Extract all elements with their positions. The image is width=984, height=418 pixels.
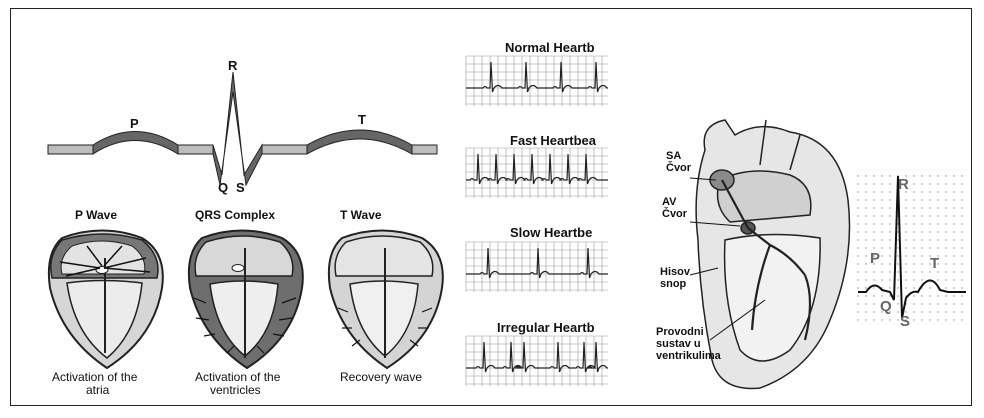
inset-label-q: Q <box>880 298 892 315</box>
strip-title-slow: Slow Heartbe <box>510 225 608 240</box>
t-wave-title: T Wave <box>340 208 382 222</box>
figure-frame <box>10 8 972 406</box>
strip-title-irregular: Irregular Heartb <box>497 320 608 335</box>
inset-label-t: T <box>930 255 939 272</box>
strip-title-normal: Normal Heartb <box>505 40 608 55</box>
qrs-complex-title: QRS Complex <box>195 208 275 222</box>
inset-label-r: R <box>898 176 909 193</box>
caption-ventricles-line2: ventricles <box>210 383 261 397</box>
ecg-label-q: Q <box>218 180 228 195</box>
caption-ventricles-line1: Activation of the <box>195 370 280 384</box>
inset-label-s: S <box>900 313 910 330</box>
ecg-label-s: S <box>236 180 245 195</box>
ecg-label-t: T <box>358 112 366 127</box>
inset-label-p: P <box>870 250 880 267</box>
caption-recovery: Recovery wave <box>340 370 422 384</box>
strip-title-fast: Fast Heartbea <box>510 133 608 148</box>
ecg-label-p: P <box>130 116 139 131</box>
caption-atria-line2: atria <box>86 383 109 397</box>
ecg-label-r: R <box>228 58 237 73</box>
p-wave-title: P Wave <box>75 208 117 222</box>
caption-atria-line1: Activation of the <box>52 370 137 384</box>
